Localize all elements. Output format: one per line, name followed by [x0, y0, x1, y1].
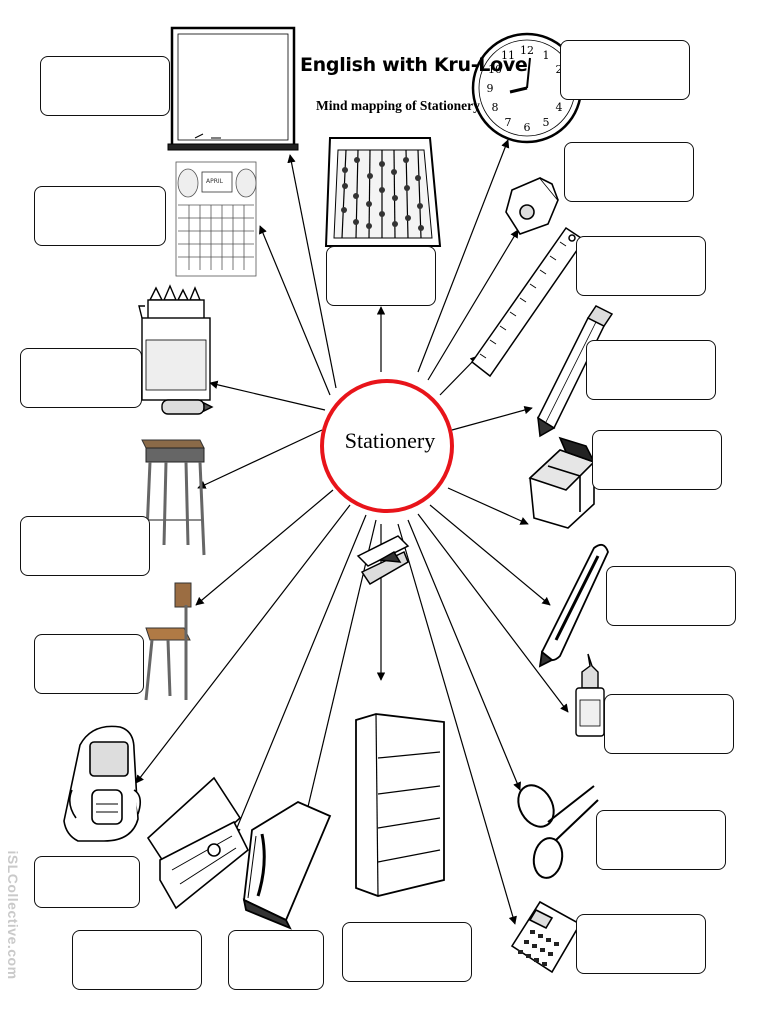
- answer-box-clock[interactable]: [560, 40, 690, 100]
- svg-text:2: 2: [556, 63, 563, 76]
- answer-box-whiteboard[interactable]: [40, 56, 170, 116]
- pen-icon: [538, 543, 609, 668]
- answer-box-desk[interactable]: [20, 516, 150, 576]
- answer-box-pencil-case[interactable]: [72, 930, 202, 990]
- crayons-box-icon: [138, 284, 214, 415]
- page-subtitle: Mind mapping of Stationery: [316, 98, 480, 113]
- svg-text:12: 12: [520, 44, 534, 57]
- answer-box-book[interactable]: [228, 930, 324, 990]
- watermark: iSLCollective.com: [2, 820, 24, 1010]
- book-icon: [242, 800, 332, 930]
- ruler-icon: [470, 226, 586, 378]
- whiteboard-icon: [167, 26, 299, 151]
- svg-text:6: 6: [524, 121, 531, 134]
- chair-icon: [144, 582, 192, 701]
- bookshelf-icon: [355, 713, 445, 897]
- calendar-icon: APRIL: [175, 161, 257, 277]
- pencil-sharpener-icon: [505, 177, 559, 235]
- answer-box-eraser[interactable]: [592, 430, 722, 490]
- svg-text:9: 9: [487, 82, 494, 95]
- watermark-text: iSLCollective.com: [5, 850, 21, 980]
- backpack-icon: [63, 725, 142, 842]
- answer-box-pencil[interactable]: [586, 340, 716, 400]
- answer-box-scissors[interactable]: [596, 810, 726, 870]
- svg-text:8: 8: [492, 101, 499, 114]
- answer-box-calendar[interactable]: [34, 186, 166, 246]
- glue-icon: [575, 653, 605, 737]
- arrow-lines: [135, 139, 569, 925]
- answer-box-crayons[interactable]: [20, 348, 142, 408]
- center-label: Stationery: [344, 428, 436, 453]
- svg-text:10: 10: [488, 63, 502, 76]
- answer-box-sharpener[interactable]: [564, 142, 694, 202]
- answer-box-glue[interactable]: [604, 694, 734, 754]
- svg-text:7: 7: [505, 116, 512, 129]
- svg-text:4: 4: [556, 101, 563, 114]
- page-title: English with Kru-Love: [300, 54, 528, 76]
- calculator-icon: [510, 900, 582, 974]
- center-circle: [320, 379, 454, 513]
- answer-box-bookshelf[interactable]: [342, 922, 472, 982]
- answer-box-pen[interactable]: [606, 566, 736, 626]
- eraser-icon: [528, 436, 596, 529]
- answer-box-abacus[interactable]: [326, 246, 436, 306]
- answer-box-backpack[interactable]: [34, 856, 140, 908]
- answer-box-calculator[interactable]: [576, 914, 706, 974]
- clock-icon: 12 1 2 3 4 5 6 7 8 9 10 11: [471, 32, 583, 144]
- svg-text:APRIL: APRIL: [206, 178, 224, 185]
- stapler-icon: [356, 535, 410, 586]
- svg-text:5: 5: [543, 116, 550, 129]
- svg-text:1: 1: [543, 49, 550, 62]
- answer-box-chair[interactable]: [34, 634, 144, 694]
- answer-box-ruler[interactable]: [576, 236, 706, 296]
- desk-icon: [141, 439, 206, 556]
- scissors-icon: [517, 784, 599, 879]
- abacus-icon: [324, 137, 442, 247]
- svg-text:11: 11: [501, 49, 515, 62]
- pencil-case-icon: [146, 776, 250, 910]
